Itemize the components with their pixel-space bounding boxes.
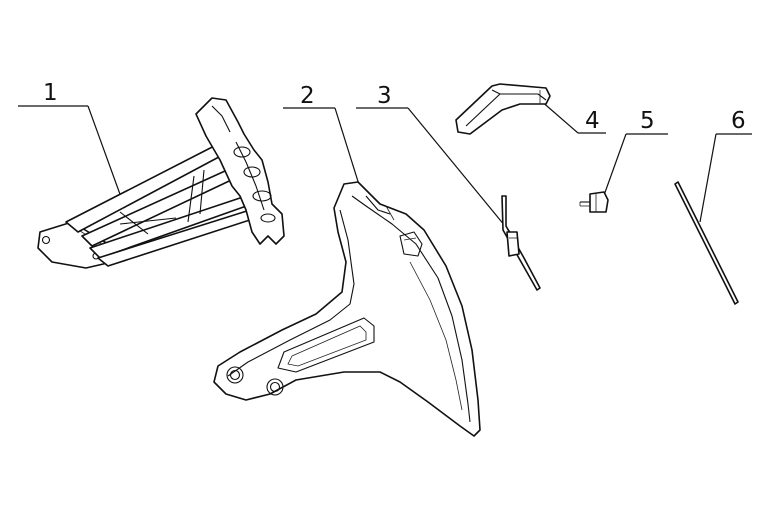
callout-label-2: 2 [300, 83, 315, 109]
part-1-bracket-frame [37, 97, 285, 269]
callout-6: 6 [699, 108, 752, 223]
callout-label-3: 3 [377, 83, 392, 109]
callout-label-6: 6 [731, 108, 746, 134]
callout-label-1: 1 [43, 80, 58, 106]
part-6-rod [674, 181, 739, 305]
callout-4: 4 [539, 99, 606, 134]
callout-label-4: 4 [585, 108, 600, 134]
callout-5: 5 [602, 108, 668, 199]
callout-label-5: 5 [640, 108, 655, 134]
part-2-rear-fender [213, 181, 481, 437]
callout-1: 1 [18, 80, 126, 209]
callout-3: 3 [356, 83, 511, 233]
part-4-cover-piece [455, 83, 551, 135]
part-3-clip-plate [501, 195, 541, 291]
part-5-screw [579, 191, 609, 213]
